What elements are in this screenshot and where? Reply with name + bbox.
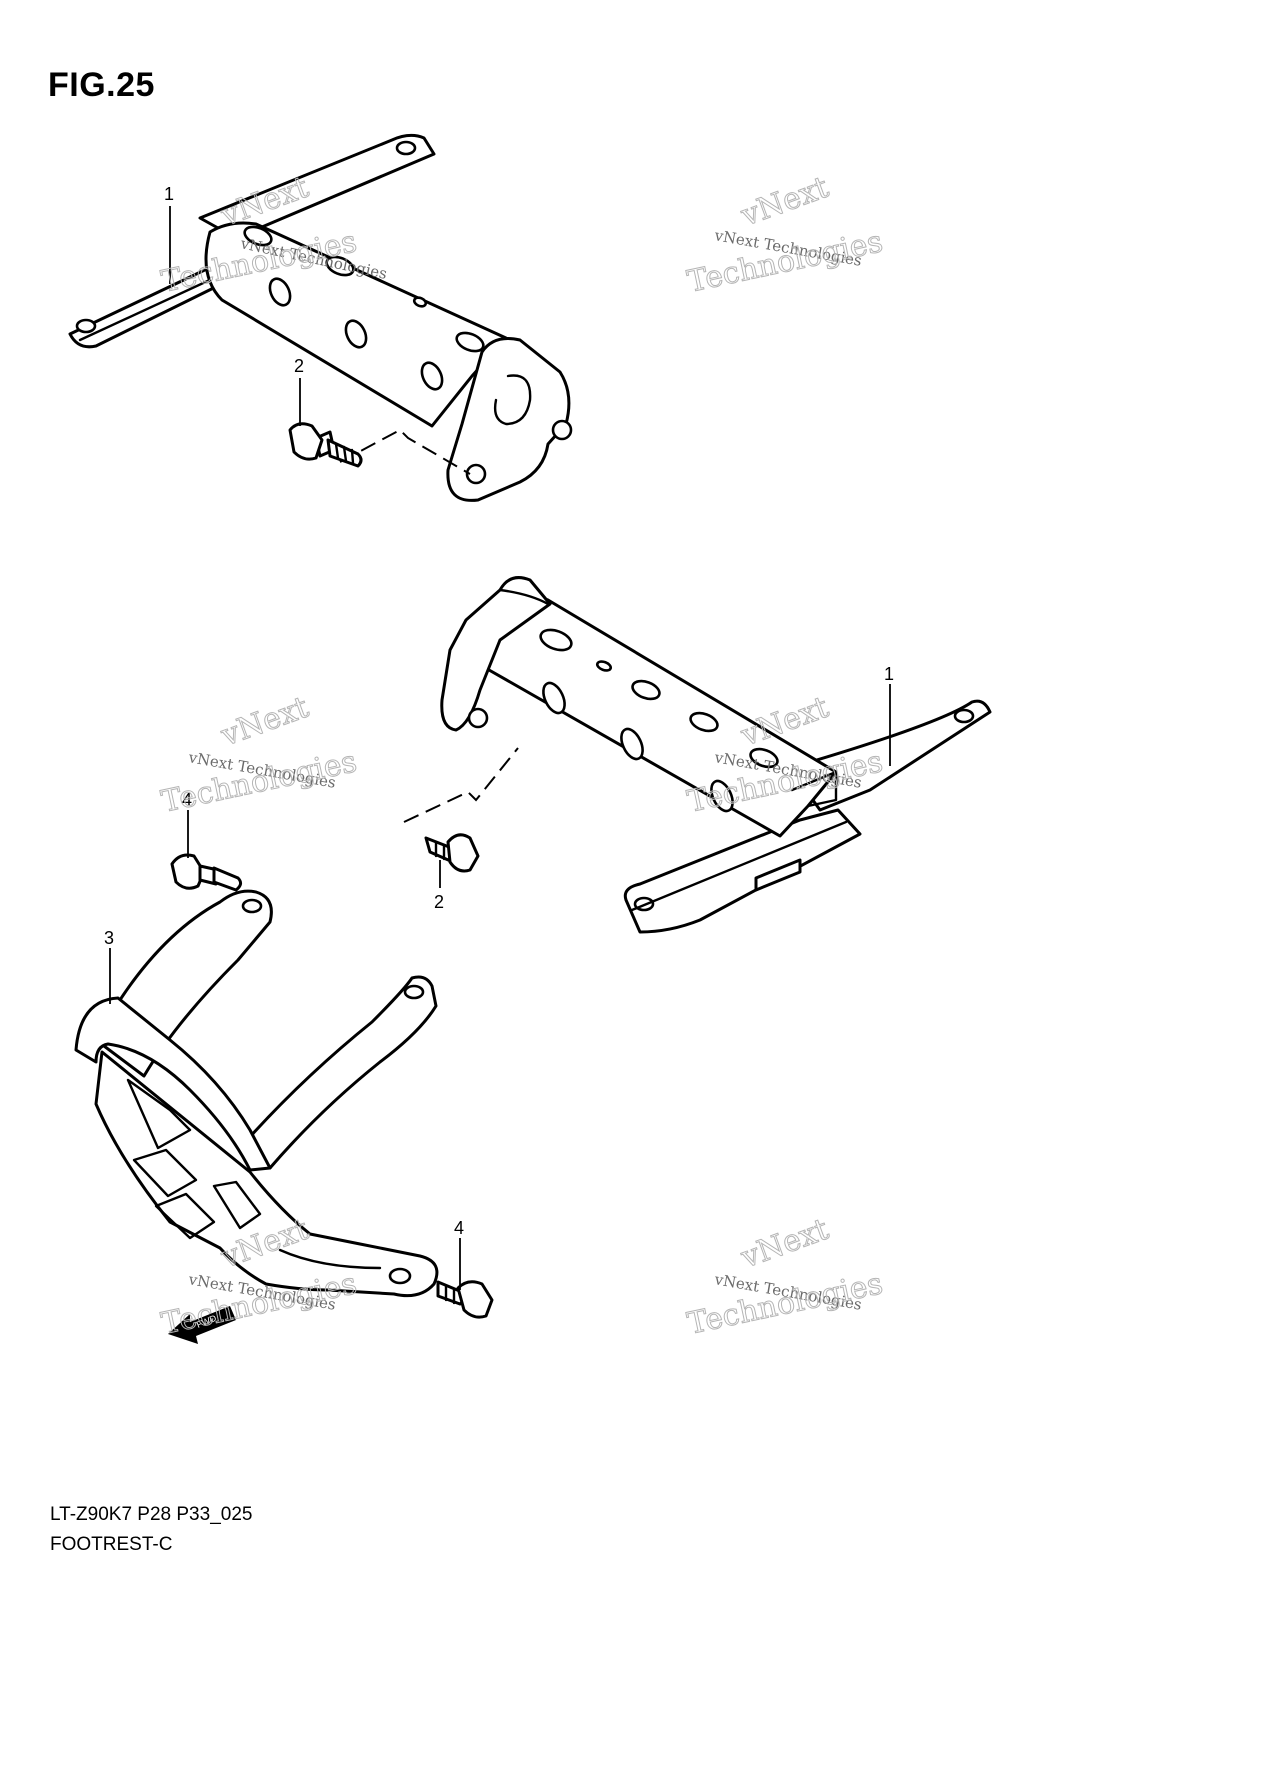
footrest-guard-3 — [74, 889, 439, 1298]
watermark-top-right: vNext vNext Technologies Technologies — [684, 169, 886, 300]
bolt-lower-4 — [436, 1280, 494, 1319]
callout-top-bracket: 1 — [164, 184, 174, 284]
footrest-bracket-top — [68, 133, 573, 502]
callout-2-top: 2 — [294, 356, 304, 376]
callout-4-upper: 4 — [182, 790, 192, 810]
callout-mid-bracket: 1 — [884, 664, 894, 766]
callout-mid-bolt: 2 — [434, 860, 444, 912]
callout-1-top: 1 — [164, 184, 174, 204]
watermark-bottom-right: vNext vNext Technologies Technologies — [684, 1211, 886, 1342]
callout-top-bolt: 2 — [294, 356, 304, 426]
callout-bolt-upper: 4 — [182, 790, 192, 858]
svg-text:vNext: vNext — [736, 1212, 833, 1276]
callout-guard: 3 — [104, 928, 114, 1004]
callout-bolt-lower: 4 — [454, 1218, 464, 1290]
callout-2-mid: 2 — [434, 892, 444, 912]
callout-4-lower: 4 — [454, 1218, 464, 1238]
figure-name: FOOTREST-C — [50, 1534, 173, 1555]
bolt-upper-4 — [170, 853, 243, 892]
watermark-mid-left: vNext vNext Technologies Technologies — [158, 689, 360, 820]
callout-1-mid: 1 — [884, 664, 894, 684]
figure-code: LT-Z90K7 P28 P33_025 — [50, 1504, 253, 1525]
callout-3: 3 — [104, 928, 114, 948]
bolt-top-2 — [288, 422, 363, 468]
svg-text:vNext: vNext — [736, 170, 833, 234]
svg-text:vNext: vNext — [216, 690, 313, 754]
footrest-bracket-middle — [403, 576, 992, 934]
figure-title: FIG.25 — [48, 66, 155, 104]
bolt-middle-2 — [424, 833, 480, 873]
